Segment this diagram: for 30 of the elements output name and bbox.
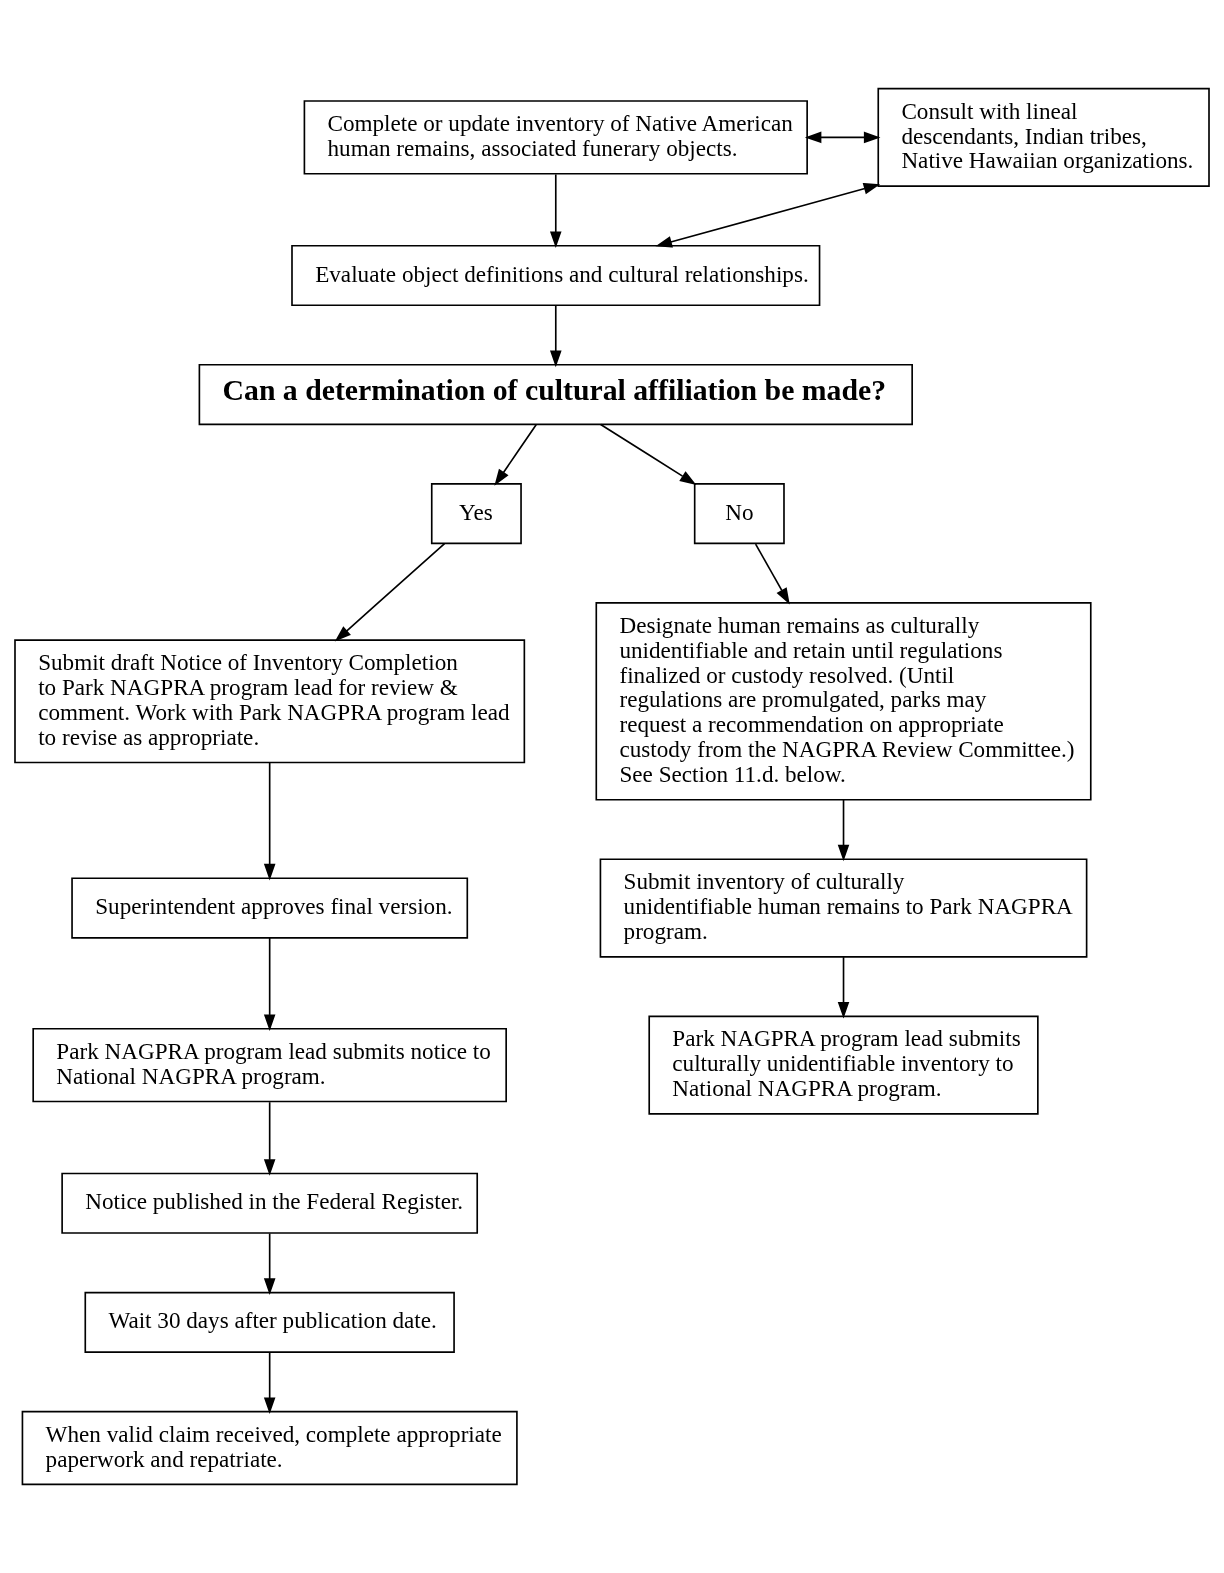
arrow [494, 424, 537, 486]
arrow [263, 1101, 276, 1176]
node-box: Yes [430, 483, 522, 545]
arrow [549, 173, 562, 248]
arrow [334, 542, 446, 642]
arrow [599, 423, 697, 485]
node-box: Notice published in the Federal Register. [61, 1172, 479, 1234]
node-box: Can a determination of cultural affiliation be made? [198, 363, 913, 426]
node-box: Park NAGPRA program lead submits notice to National NAGPRA program. [32, 1027, 507, 1103]
node-box: Superintendent approves final version. [71, 877, 469, 939]
node-box: Consult with lineal descendants, Indian tribes, Native Hawaiian organizations. [877, 87, 1210, 187]
arrow [754, 543, 790, 605]
arrow [837, 799, 850, 862]
arrow [263, 1232, 276, 1295]
arrow [263, 1351, 276, 1415]
node-box: No [693, 483, 785, 545]
node-box: Complete or update inventory of Native American human remains, associated funerary objects. [303, 100, 808, 175]
arrow [263, 762, 276, 881]
arrow [804, 131, 881, 144]
arrow [655, 183, 881, 248]
node-box: Submit draft Notice of Inventory Completion to Park NAGPRA program lead for review & comment. Work with Park NAGPRA program lead to revise as appropriate. [14, 639, 526, 764]
arrow [549, 304, 562, 368]
arrow [263, 937, 276, 1031]
node-box: Designate human remains as culturally unidentifiable and retain until regulations finalized or custody resolved. (Until regulations are promulgated, parks may request a recommendation on appropriate custody from the NAGPRA Review Committee.) See Section 11.d. below. [595, 602, 1092, 801]
node-box: Wait 30 days after publication date. [84, 1291, 455, 1353]
node-box: Park NAGPRA program lead submits culturally unidentifiable inventory to National NAGPRA program. [648, 1015, 1039, 1115]
arrow [837, 956, 850, 1019]
node-box: Evaluate object definitions and cultural relationships. [291, 244, 821, 307]
node-box: Submit inventory of culturally unidentifiable human remains to Park NAGPRA program. [599, 858, 1088, 958]
node-box: When valid claim received, complete appropriate paperwork and repatriate. [21, 1410, 518, 1486]
